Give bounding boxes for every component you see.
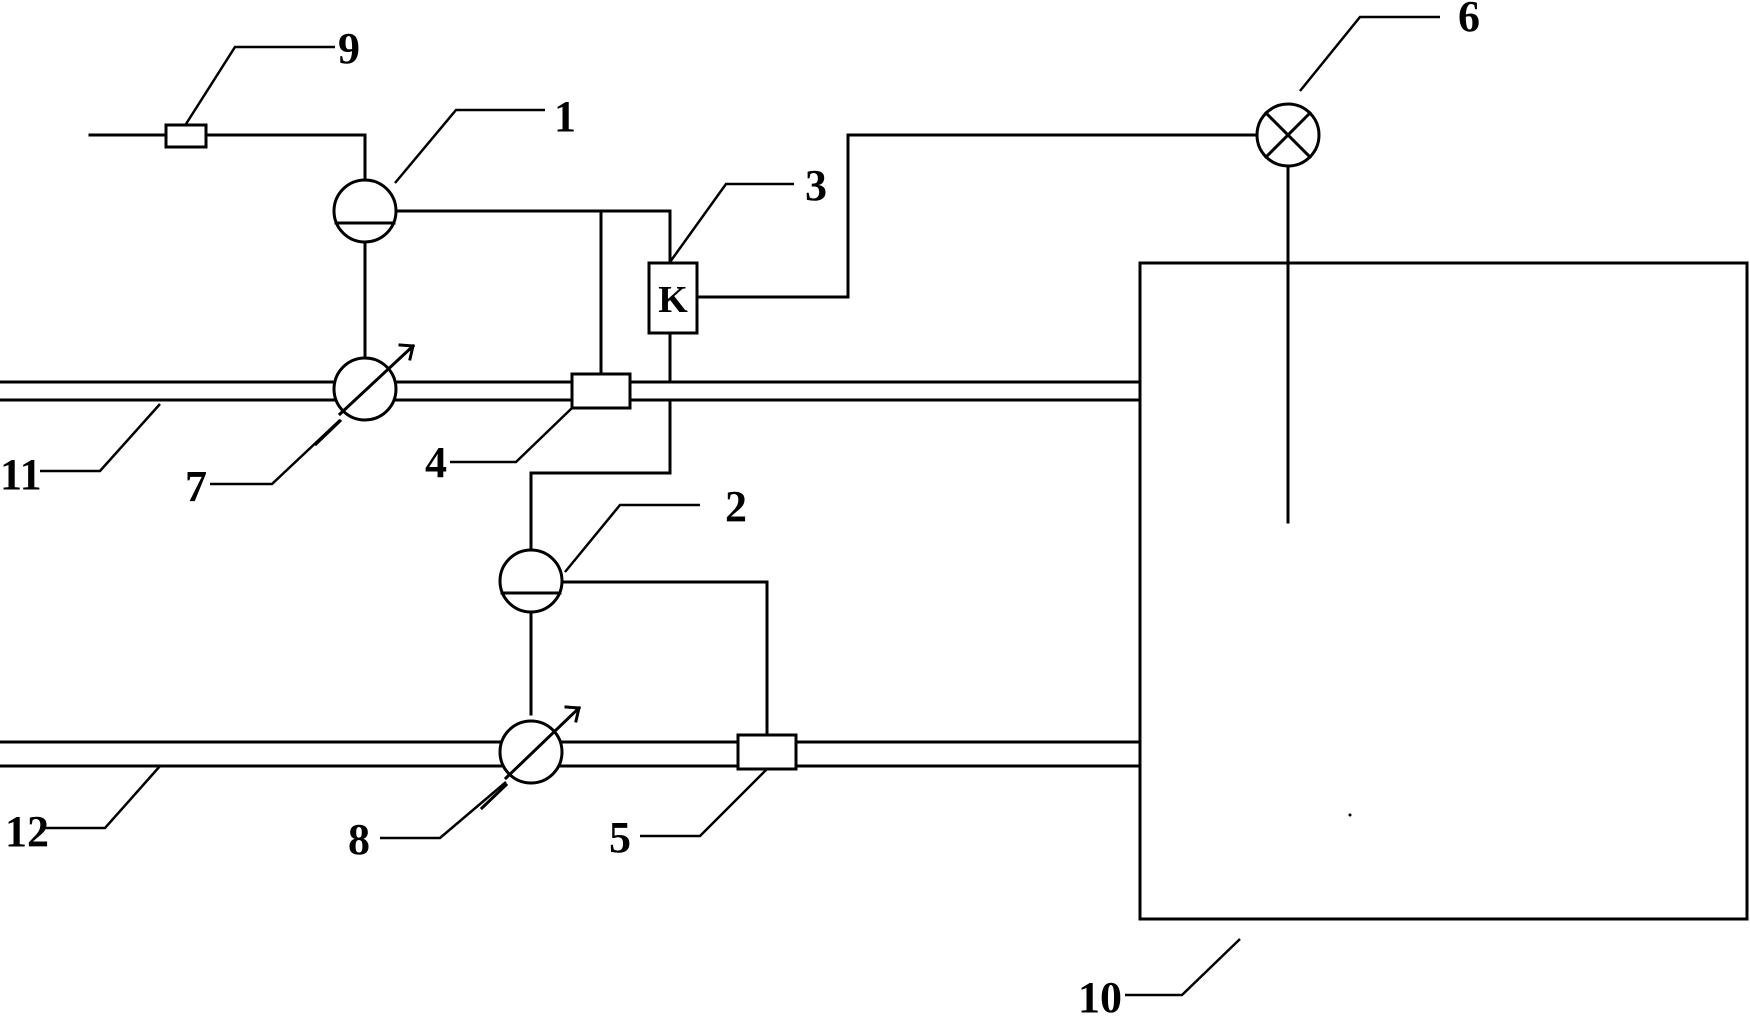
component-9 <box>164 123 208 149</box>
label-5: 5 <box>609 813 631 862</box>
pipe-12 <box>0 740 1142 768</box>
line-3-to-6 <box>698 133 1258 299</box>
tank-dot <box>1348 813 1352 817</box>
label-4: 4 <box>425 438 447 487</box>
label-6: 6 <box>1458 0 1480 41</box>
leader-7 <box>210 419 341 486</box>
leader-2 <box>564 503 700 573</box>
label-3: 3 <box>805 161 827 210</box>
label-1: 1 <box>554 92 576 141</box>
leader-9 <box>184 45 335 125</box>
control-valve-8 <box>479 705 582 811</box>
label-2: 2 <box>725 482 747 531</box>
leader-11 <box>40 403 161 473</box>
leader-1 <box>394 108 545 184</box>
line-2-to-5 <box>561 580 769 737</box>
leader-5 <box>640 768 768 838</box>
label-10: 10 <box>1078 973 1122 1016</box>
leader-10 <box>1125 938 1241 997</box>
indicator-6 <box>1255 102 1321 168</box>
label-9: 9 <box>338 24 360 73</box>
controller-3: K <box>647 261 699 335</box>
label-12: 12 <box>5 807 49 856</box>
sensor-5 <box>736 733 798 771</box>
leader-3 <box>668 182 794 263</box>
leader-4 <box>450 407 573 464</box>
label-7: 7 <box>185 462 207 511</box>
leader-8 <box>380 781 507 840</box>
label-8: 8 <box>348 815 370 864</box>
leader-6 <box>1299 15 1440 92</box>
label-11: 11 <box>0 450 42 499</box>
tank-10 <box>1138 261 1749 921</box>
leader-12 <box>45 765 161 830</box>
sensor-4 <box>570 372 632 410</box>
leader-lines <box>40 15 1440 997</box>
line-3-to-2 <box>529 398 672 555</box>
pipe-11 <box>0 380 1142 402</box>
transmitter-1 <box>332 178 398 244</box>
transmitter-2 <box>498 548 564 614</box>
controller-label: K <box>658 279 688 321</box>
